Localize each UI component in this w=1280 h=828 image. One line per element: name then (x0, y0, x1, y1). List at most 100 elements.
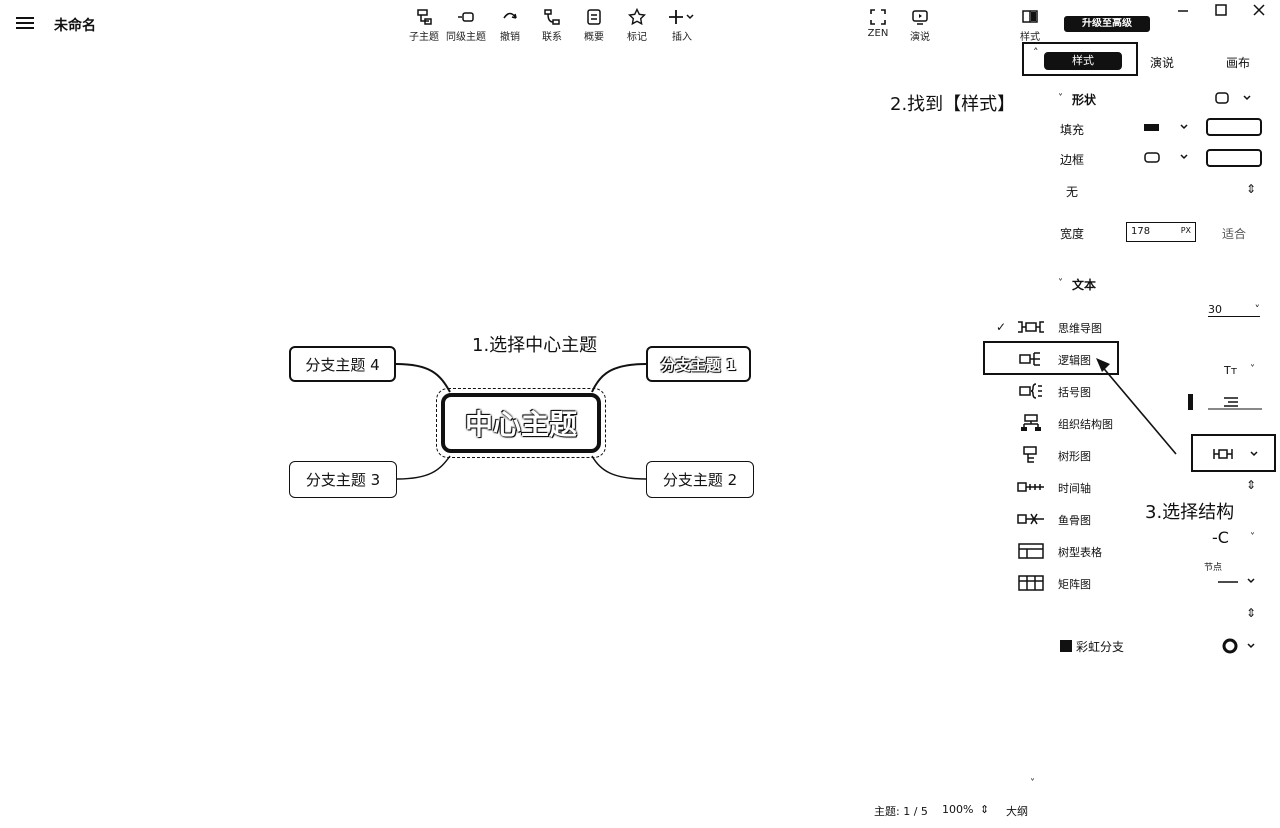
fishbone-icon (1017, 513, 1044, 525)
line-pattern-select[interactable]: 无 (1066, 185, 1079, 199)
text-case-icon[interactable]: Tт (1224, 364, 1238, 377)
branch-topic-2[interactable]: 分支主题 2 (646, 461, 754, 498)
present-icon (912, 10, 928, 25)
structure-item-fishbone[interactable]: 鱼骨图 (1012, 506, 1132, 532)
fill-color-picker[interactable] (1144, 121, 1194, 138)
outline-button[interactable]: 大纲 (1006, 805, 1028, 818)
branch-topic-1[interactable]: 分支主题 1 (646, 346, 751, 382)
structure-item-mindmap[interactable]: 思维导图 (1012, 314, 1132, 340)
rainbow-label: 彩虹分支 (1076, 640, 1125, 654)
matrix-icon (1018, 575, 1044, 591)
tree-icon (1023, 446, 1037, 463)
center-topic[interactable]: 中心主题 (441, 393, 601, 453)
present-button[interactable]: 演说 (898, 8, 942, 43)
star-icon (628, 8, 646, 26)
topic-count: 主题: 1 / 5 (874, 805, 928, 818)
structure-item-tree[interactable]: 树形图 (1012, 442, 1132, 468)
chevron-down-icon[interactable]: ˅ (1058, 93, 1063, 104)
upgrade-button[interactable]: 升级至高级 (1064, 16, 1150, 32)
sibling-topic-button[interactable]: 同级主题 (444, 8, 488, 43)
chevron-down-icon[interactable]: ˅ (1250, 364, 1255, 375)
font-size-select[interactable]: 30˅ (1208, 303, 1260, 317)
logic-icon (1019, 352, 1040, 366)
branch-topic-4[interactable]: 分支主题 4 (289, 346, 396, 382)
tree-table-icon (1018, 543, 1044, 559)
zoom-updown-icon[interactable]: ⇕ (980, 803, 990, 816)
branch-topic-3[interactable]: 分支主题 3 (289, 461, 397, 498)
border-style-icon (1144, 152, 1188, 163)
tab-canvas[interactable]: 画布 (1226, 56, 1251, 70)
width-label: 宽度 (1060, 227, 1085, 241)
center-topic-selection (436, 388, 606, 458)
bold-indicator (1188, 394, 1193, 410)
structure-item-org-chart[interactable]: 组织结构图 (1012, 410, 1132, 436)
mark-button[interactable]: 标记 (615, 8, 659, 43)
rainbow-color-picker[interactable] (1222, 638, 1260, 657)
border-label: 边框 (1060, 153, 1085, 167)
relation-button[interactable]: 联系 (530, 8, 574, 43)
shape-section-title: 形状 (1072, 93, 1097, 107)
summary-icon (587, 9, 601, 25)
brace-icon (1019, 383, 1042, 399)
updown-icon[interactable]: ⇕ (1246, 606, 1257, 620)
zen-button[interactable]: ZEN (856, 8, 900, 39)
annotation-step1: 1.选择中心主题 (472, 335, 598, 356)
fill-swatch-icon (1144, 124, 1188, 131)
fit-button[interactable]: 适合 (1222, 227, 1247, 241)
maximize-icon[interactable] (1206, 2, 1236, 20)
document-title: 未命名 (54, 18, 96, 34)
chevron-down-icon[interactable]: ˅ (1058, 278, 1063, 289)
shape-picker[interactable] (1214, 90, 1254, 109)
timeline-icon (1017, 482, 1044, 492)
annotation-step3: 3.选择结构 (1145, 502, 1235, 523)
mindmap-connections (395, 363, 647, 480)
summary-button[interactable]: 概要 (572, 8, 616, 43)
insert-button[interactable]: 插入 (660, 8, 704, 43)
sibling-topic-icon (458, 12, 474, 22)
border-color-box[interactable] (1206, 149, 1262, 167)
collapse-caret-icon[interactable]: ˄ (1033, 46, 1039, 59)
subtopic-button[interactable]: 子主题 (402, 8, 446, 43)
subtopic-icon (417, 9, 432, 25)
updown-icon[interactable]: ⇕ (1246, 182, 1257, 196)
rainbow-checkbox[interactable] (1060, 640, 1072, 652)
tab-present[interactable]: 演说 (1150, 56, 1175, 70)
structure-item-tree-table[interactable]: 树型表格 (1012, 538, 1132, 564)
align-icon[interactable] (1208, 396, 1262, 413)
minimize-icon[interactable] (1168, 2, 1198, 20)
org-chart-icon (1021, 414, 1041, 431)
close-icon[interactable] (1244, 2, 1274, 20)
structure-item-brace[interactable]: 括号图 (1012, 378, 1132, 404)
check-icon: ✓ (996, 320, 1007, 334)
annotation-step2: 2.找到【样式】 (890, 94, 1016, 115)
panel-icon (1022, 10, 1038, 23)
chevron-down-icon[interactable]: ˅ (1250, 532, 1255, 543)
zoom-level[interactable]: 100% (942, 803, 974, 816)
zen-icon (870, 9, 886, 25)
mindmap-icon (1018, 321, 1044, 333)
connector-icon[interactable]: -C (1212, 528, 1229, 547)
updown-icon[interactable]: ⇕ (1246, 478, 1257, 492)
scroll-down-icon[interactable]: ˅ (1030, 778, 1035, 789)
tab-style[interactable]: 样式 (1044, 52, 1122, 70)
undo-button[interactable]: 撤销 (488, 8, 532, 43)
plus-chevron-icon (669, 10, 694, 24)
rounded-rect-icon (1215, 92, 1251, 104)
structure-current-icon (1213, 449, 1258, 459)
structure-item-timeline[interactable]: 时间轴 (1012, 474, 1132, 500)
text-section-title: 文本 (1072, 278, 1097, 292)
style-tab-highlight (1022, 42, 1138, 76)
structure-item-logic[interactable]: 逻辑图 (1012, 346, 1132, 372)
fill-color-box[interactable] (1206, 118, 1262, 136)
relation-icon (544, 9, 560, 25)
structure-item-matrix[interactable]: 矩阵图 (1012, 570, 1132, 596)
logic-highlight (983, 341, 1119, 375)
line-end-select[interactable] (1214, 576, 1262, 591)
menu-icon[interactable] (16, 14, 34, 30)
structure-select-button[interactable] (1191, 434, 1276, 472)
border-style-picker[interactable] (1144, 151, 1194, 168)
node-label: 节点 (1204, 563, 1223, 573)
undo-icon (503, 12, 517, 19)
style-toggle-button[interactable]: 样式 (1008, 8, 1052, 43)
